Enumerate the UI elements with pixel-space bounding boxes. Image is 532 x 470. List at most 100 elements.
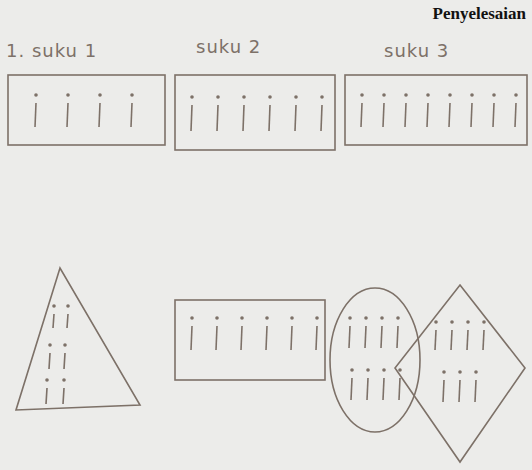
stick-mark: [427, 103, 428, 127]
stick-mark: [64, 353, 65, 369]
stick-mark: [361, 103, 362, 127]
stick-mark: [269, 105, 270, 131]
dot-mark: [482, 320, 486, 324]
dot-mark: [492, 93, 496, 97]
stick-mark: [217, 105, 218, 131]
dot-mark: [474, 370, 478, 374]
group-box: [175, 75, 335, 150]
dot-mark: [290, 316, 294, 320]
dot-mark: [190, 316, 194, 320]
rectangle-shape: [175, 300, 325, 380]
stick-mark: [295, 105, 296, 131]
dot-mark: [458, 370, 462, 374]
dot-mark: [315, 316, 319, 320]
diamond-shape: [395, 285, 525, 462]
dot-mark: [242, 95, 246, 99]
stick-mark: [316, 326, 317, 350]
term-label: 1. suku 1: [6, 40, 97, 61]
group-box: [8, 75, 165, 145]
stick-mark: [381, 326, 382, 348]
stick-mark: [459, 380, 460, 402]
dot-mark: [48, 343, 52, 347]
stick-mark: [191, 326, 192, 350]
dot-mark: [348, 316, 352, 320]
heading: Penyelesaian: [433, 4, 527, 24]
dot-mark: [470, 93, 474, 97]
dot-mark: [320, 95, 324, 99]
dot-mark: [382, 368, 386, 372]
dot-mark: [45, 378, 49, 382]
dot-mark: [265, 316, 269, 320]
ellipse-shape: [330, 288, 420, 432]
stick-mark: [515, 103, 516, 127]
dot-mark: [450, 320, 454, 324]
stick-mark: [443, 380, 444, 402]
dot-mark: [268, 95, 272, 99]
stick-mark: [399, 378, 400, 400]
stick-mark: [493, 103, 494, 127]
stick-mark: [216, 326, 217, 350]
stick-mark: [131, 103, 132, 127]
stick-mark: [383, 103, 384, 127]
dot-mark: [398, 368, 402, 372]
stick-mark: [475, 380, 476, 402]
stick-mark: [63, 388, 64, 404]
dot-mark: [350, 368, 354, 372]
dot-mark: [466, 320, 470, 324]
stick-mark: [451, 330, 452, 350]
dot-mark: [190, 95, 194, 99]
stick-mark: [405, 103, 406, 127]
dot-mark: [62, 378, 66, 382]
dot-mark: [366, 368, 370, 372]
dot-mark: [514, 93, 518, 97]
dot-mark: [215, 316, 219, 320]
stick-mark: [35, 103, 36, 127]
stick-mark: [471, 103, 472, 127]
stick-mark: [321, 105, 322, 131]
stick-mark: [67, 314, 68, 328]
dot-mark: [240, 316, 244, 320]
stick-mark: [365, 326, 366, 348]
dot-mark: [216, 95, 220, 99]
stick-mark: [266, 326, 267, 350]
dot-mark: [382, 93, 386, 97]
stick-mark: [349, 326, 350, 348]
dot-mark: [442, 370, 446, 374]
stick-mark: [291, 326, 292, 350]
stick-mark: [49, 353, 50, 369]
term-label: suku 2: [196, 36, 261, 57]
stick-mark: [351, 378, 352, 400]
dot-mark: [63, 343, 67, 347]
dot-mark: [380, 316, 384, 320]
dot-mark: [448, 93, 452, 97]
stick-mark: [243, 105, 244, 131]
stick-mark: [435, 330, 436, 350]
dot-mark: [66, 93, 70, 97]
term-label: suku 3: [384, 40, 449, 61]
dot-mark: [52, 304, 56, 308]
dot-mark: [98, 93, 102, 97]
dot-mark: [404, 93, 408, 97]
dot-mark: [294, 95, 298, 99]
stick-mark: [191, 105, 192, 131]
stick-mark: [67, 103, 68, 127]
stick-mark: [53, 314, 54, 328]
stick-mark: [449, 103, 450, 127]
dot-mark: [396, 316, 400, 320]
stick-mark: [99, 103, 100, 127]
stick-mark: [46, 388, 47, 404]
dot-mark: [426, 93, 430, 97]
stick-mark: [383, 378, 384, 400]
triangle-shape: [16, 268, 140, 410]
stick-mark: [241, 326, 242, 350]
dot-mark: [130, 93, 134, 97]
stick-mark: [367, 378, 368, 400]
dot-mark: [364, 316, 368, 320]
dot-mark: [434, 320, 438, 324]
dot-mark: [360, 93, 364, 97]
stick-mark: [467, 330, 468, 350]
stick-mark: [397, 326, 398, 348]
group-box: [345, 75, 527, 145]
dot-mark: [34, 93, 38, 97]
